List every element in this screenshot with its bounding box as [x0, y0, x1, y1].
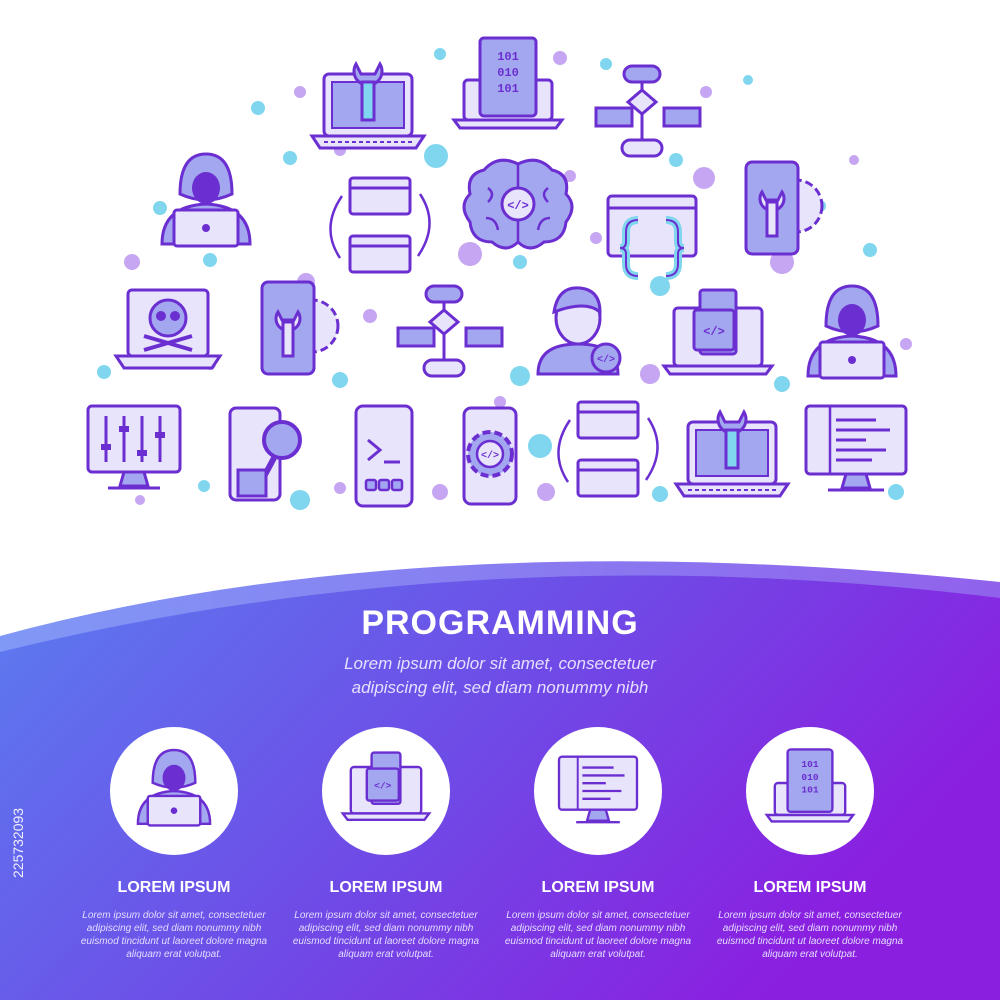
- phone-gear-wrench-icon: [260, 280, 340, 376]
- stock-id-watermark: 225732093: [8, 760, 28, 880]
- desc-line: aliquam erat volutpat.: [338, 949, 434, 960]
- brain-code-icon: [462, 158, 574, 250]
- hacker-icon: [806, 284, 898, 380]
- desc-line: Lorem ipsum dolor sit amet, consectetuer: [506, 910, 690, 921]
- browser-brackets-icon: [608, 196, 696, 276]
- desc-line: adipiscing elit, sed diam nonummy nibh: [298, 923, 474, 934]
- subtitle-line: adipiscing elit, sed diam nonummy nibh: [351, 678, 649, 697]
- binary-laptop-icon: [765, 748, 855, 823]
- desc-line: euismod tincidunt ut laoreet dolore magn…: [292, 936, 480, 947]
- desc-line: aliquam erat volutpat.: [126, 949, 222, 960]
- feature-card-monitor-code: LOREM IPSUM Lorem ipsum dolor sit amet, …: [500, 727, 696, 961]
- window-sync-icon: [328, 176, 432, 274]
- desc-line: Lorem ipsum dolor sit amet, consectetuer: [718, 910, 902, 921]
- monitor-sliders-icon: [86, 404, 182, 490]
- desc-line: adipiscing elit, sed diam nonummy nibh: [722, 923, 898, 934]
- feature-circle: [534, 727, 662, 855]
- feature-circle: [746, 727, 874, 855]
- monitor-code-icon: [557, 755, 639, 824]
- feature-card-laptop-code: LOREM IPSUM Lorem ipsum dolor sit amet, …: [288, 727, 484, 961]
- laptop-wrench-icon: [674, 410, 790, 498]
- binary-laptop-icon: [452, 36, 564, 130]
- phone-gear-wrench-icon: [744, 160, 824, 256]
- desc-line: euismod tincidunt ut laoreet dolore magn…: [504, 936, 692, 947]
- feature-circle: [322, 727, 450, 855]
- feature-description: Lorem ipsum dolor sit amet, consectetuer…: [76, 909, 272, 961]
- feature-label: LOREM IPSUM: [117, 879, 231, 896]
- feature-description: Lorem ipsum dolor sit amet, consectetuer…: [288, 909, 484, 961]
- desc-line: adipiscing elit, sed diam nonummy nibh: [86, 923, 262, 934]
- desc-line: euismod tincidunt ut laoreet dolore magn…: [716, 936, 904, 947]
- monitor-code-icon: [804, 404, 908, 492]
- laptop-wrench-icon: [310, 62, 426, 150]
- feature-card-hacker: LOREM IPSUM Lorem ipsum dolor sit amet, …: [76, 727, 272, 961]
- phone-magnifier-icon: [230, 408, 300, 500]
- desc-line: euismod tincidunt ut laoreet dolore magn…: [80, 936, 268, 947]
- feature-card-binary-laptop: LOREM IPSUM Lorem ipsum dolor sit amet, …: [712, 727, 908, 961]
- phone-gear-code-icon: [462, 406, 518, 506]
- phone-terminal-icon: [354, 404, 414, 508]
- skull-laptop-icon: [114, 288, 222, 370]
- feature-description: Lorem ipsum dolor sit amet, consectetuer…: [500, 909, 696, 961]
- feature-label: LOREM IPSUM: [329, 879, 443, 896]
- feature-label: LOREM IPSUM: [753, 879, 867, 896]
- gradient-panel: [0, 540, 1000, 1000]
- developer-avatar-icon: [536, 286, 622, 376]
- decorative-dots: [97, 48, 912, 510]
- window-sync-icon: [556, 400, 660, 498]
- desc-line: Lorem ipsum dolor sit amet, consectetuer: [294, 910, 478, 921]
- page-title: PROGRAMMING: [361, 604, 639, 642]
- subtitle-line: Lorem ipsum dolor sit amet, consectetuer: [344, 654, 656, 673]
- icon-cluster: 101 010 101: [86, 36, 912, 510]
- desc-line: aliquam erat volutpat.: [550, 949, 646, 960]
- feature-description: Lorem ipsum dolor sit amet, consectetuer…: [712, 909, 908, 961]
- desc-line: Lorem ipsum dolor sit amet, consectetuer: [82, 910, 266, 921]
- stock-id-text: 225732093: [10, 807, 26, 878]
- desc-line: aliquam erat volutpat.: [762, 949, 858, 960]
- laptop-code-icon: [662, 288, 774, 376]
- flowchart-icon: [594, 64, 702, 158]
- hacker-icon: [136, 748, 212, 827]
- feature-circle: [110, 727, 238, 855]
- desc-line: adipiscing elit, sed diam nonummy nibh: [510, 923, 686, 934]
- page-subtitle: Lorem ipsum dolor sit amet, consectetuer…: [0, 652, 1000, 700]
- hacker-icon: [160, 152, 252, 248]
- flowchart-icon: [396, 284, 504, 378]
- laptop-code-icon: [341, 751, 431, 821]
- feature-label: LOREM IPSUM: [541, 879, 655, 896]
